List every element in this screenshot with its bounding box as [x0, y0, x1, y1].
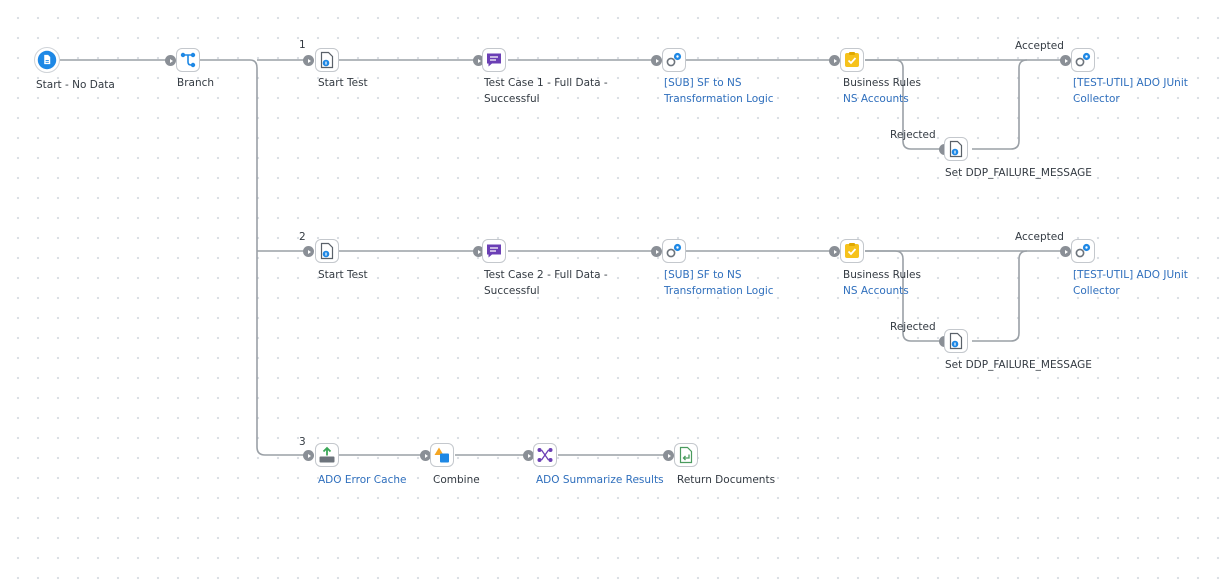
path3-combine-shape[interactable] [430, 443, 454, 467]
path3-error-cache-label[interactable]: ADO Error Cache [318, 474, 407, 486]
path2-rejected-label: Rejected [890, 321, 936, 333]
branch-path-3-label: 3 [299, 436, 306, 448]
branch-icon [180, 52, 196, 68]
path1-business-rules-shape[interactable] [840, 48, 864, 72]
set-properties-icon [320, 51, 334, 69]
path2-test-case-shape[interactable] [482, 239, 506, 263]
process-call-icon [1075, 52, 1091, 67]
set-properties-icon [320, 242, 334, 260]
set-properties-icon [949, 332, 963, 350]
path1-start-test-shape[interactable] [315, 48, 339, 72]
start-shape[interactable] [34, 47, 60, 73]
path2-collector-shape[interactable] [1071, 239, 1095, 263]
path2-subprocess-label[interactable]: [SUB] SF to NS Transformation Logic [664, 269, 774, 297]
path3-return-shape[interactable] [674, 443, 698, 467]
path1-collector-label[interactable]: [TEST-UTIL] ADO JUnit Collector [1073, 77, 1188, 105]
path1-start-test-label: Start Test [318, 77, 368, 89]
path1-set-failure-label: Set DDP_FAILURE_MESSAGE [945, 167, 1092, 179]
path2-collector-label[interactable]: [TEST-UTIL] ADO JUnit Collector [1073, 269, 1188, 297]
path1-subprocess-label[interactable]: [SUB] SF to NS Transformation Logic [664, 77, 774, 105]
path1-collector-shape[interactable] [1071, 48, 1095, 72]
process-call-icon [666, 52, 682, 67]
set-properties-icon [949, 140, 963, 158]
message-icon [487, 244, 501, 258]
path1-business-rules-title: Business Rules [843, 77, 921, 89]
path1-test-case-shape[interactable] [482, 48, 506, 72]
path2-test-case-port[interactable] [473, 246, 484, 257]
start-document-icon [37, 50, 57, 70]
path2-test-case-label: Test Case 2 - Full Data - Successful [484, 269, 608, 297]
path3-combine-label: Combine [433, 474, 480, 486]
process-call-icon [1075, 243, 1091, 258]
path1-test-case-label: Test Case 1 - Full Data - Successful [484, 77, 608, 105]
path2-business-rules-port[interactable] [829, 246, 840, 257]
business-rules-icon [845, 243, 859, 258]
path2-set-failure-shape[interactable] [944, 329, 968, 353]
path2-collector-port[interactable] [1060, 246, 1071, 257]
add-to-cache-icon [319, 446, 335, 463]
branch-label: Branch [177, 77, 215, 89]
branch-path-2-label: 2 [299, 231, 306, 243]
message-icon [487, 53, 501, 67]
path1-start-test-port[interactable] [303, 55, 314, 66]
path2-business-rules-title: Business Rules [843, 269, 921, 281]
path2-business-rules-shape[interactable] [840, 239, 864, 263]
path2-start-test-port[interactable] [303, 246, 314, 257]
path2-subprocess-shape[interactable] [662, 239, 686, 263]
path2-accepted-label: Accepted [1015, 231, 1064, 243]
path1-business-rules-sub[interactable]: NS Accounts [843, 93, 909, 105]
start-label: Start - No Data [36, 79, 115, 91]
path1-subprocess-shape[interactable] [662, 48, 686, 72]
path2-start-test-label: Start Test [318, 269, 368, 281]
path2-business-rules-sub[interactable]: NS Accounts [843, 285, 909, 297]
path3-summarize-port[interactable] [523, 450, 534, 461]
map-icon [537, 448, 553, 462]
process-call-icon [666, 243, 682, 258]
path3-error-cache-port[interactable] [303, 450, 314, 461]
path1-business-rules-port[interactable] [829, 55, 840, 66]
path3-return-label: Return Documents [677, 474, 776, 486]
return-documents-icon [679, 446, 693, 464]
path1-accepted-label: Accepted [1015, 40, 1064, 52]
path1-collector-port[interactable] [1060, 55, 1071, 66]
path3-error-cache-shape[interactable] [315, 443, 339, 467]
business-rules-icon [845, 52, 859, 67]
path3-summarize-shape[interactable] [533, 443, 557, 467]
path1-test-case-port[interactable] [473, 55, 484, 66]
branch-input-port[interactable] [165, 55, 176, 66]
combine-icon [434, 447, 449, 463]
branch-path-1-label: 1 [299, 39, 306, 51]
path1-subprocess-port[interactable] [651, 55, 662, 66]
path3-return-port[interactable] [663, 450, 674, 461]
path3-summarize-label[interactable]: ADO Summarize Results [536, 474, 664, 486]
path2-start-test-shape[interactable] [315, 239, 339, 263]
path3-combine-port[interactable] [420, 450, 431, 461]
path2-set-failure-label: Set DDP_FAILURE_MESSAGE [945, 359, 1092, 371]
path1-set-failure-shape[interactable] [944, 137, 968, 161]
branch-shape[interactable] [176, 48, 200, 72]
path1-rejected-label: Rejected [890, 129, 936, 141]
path2-subprocess-port[interactable] [651, 246, 662, 257]
